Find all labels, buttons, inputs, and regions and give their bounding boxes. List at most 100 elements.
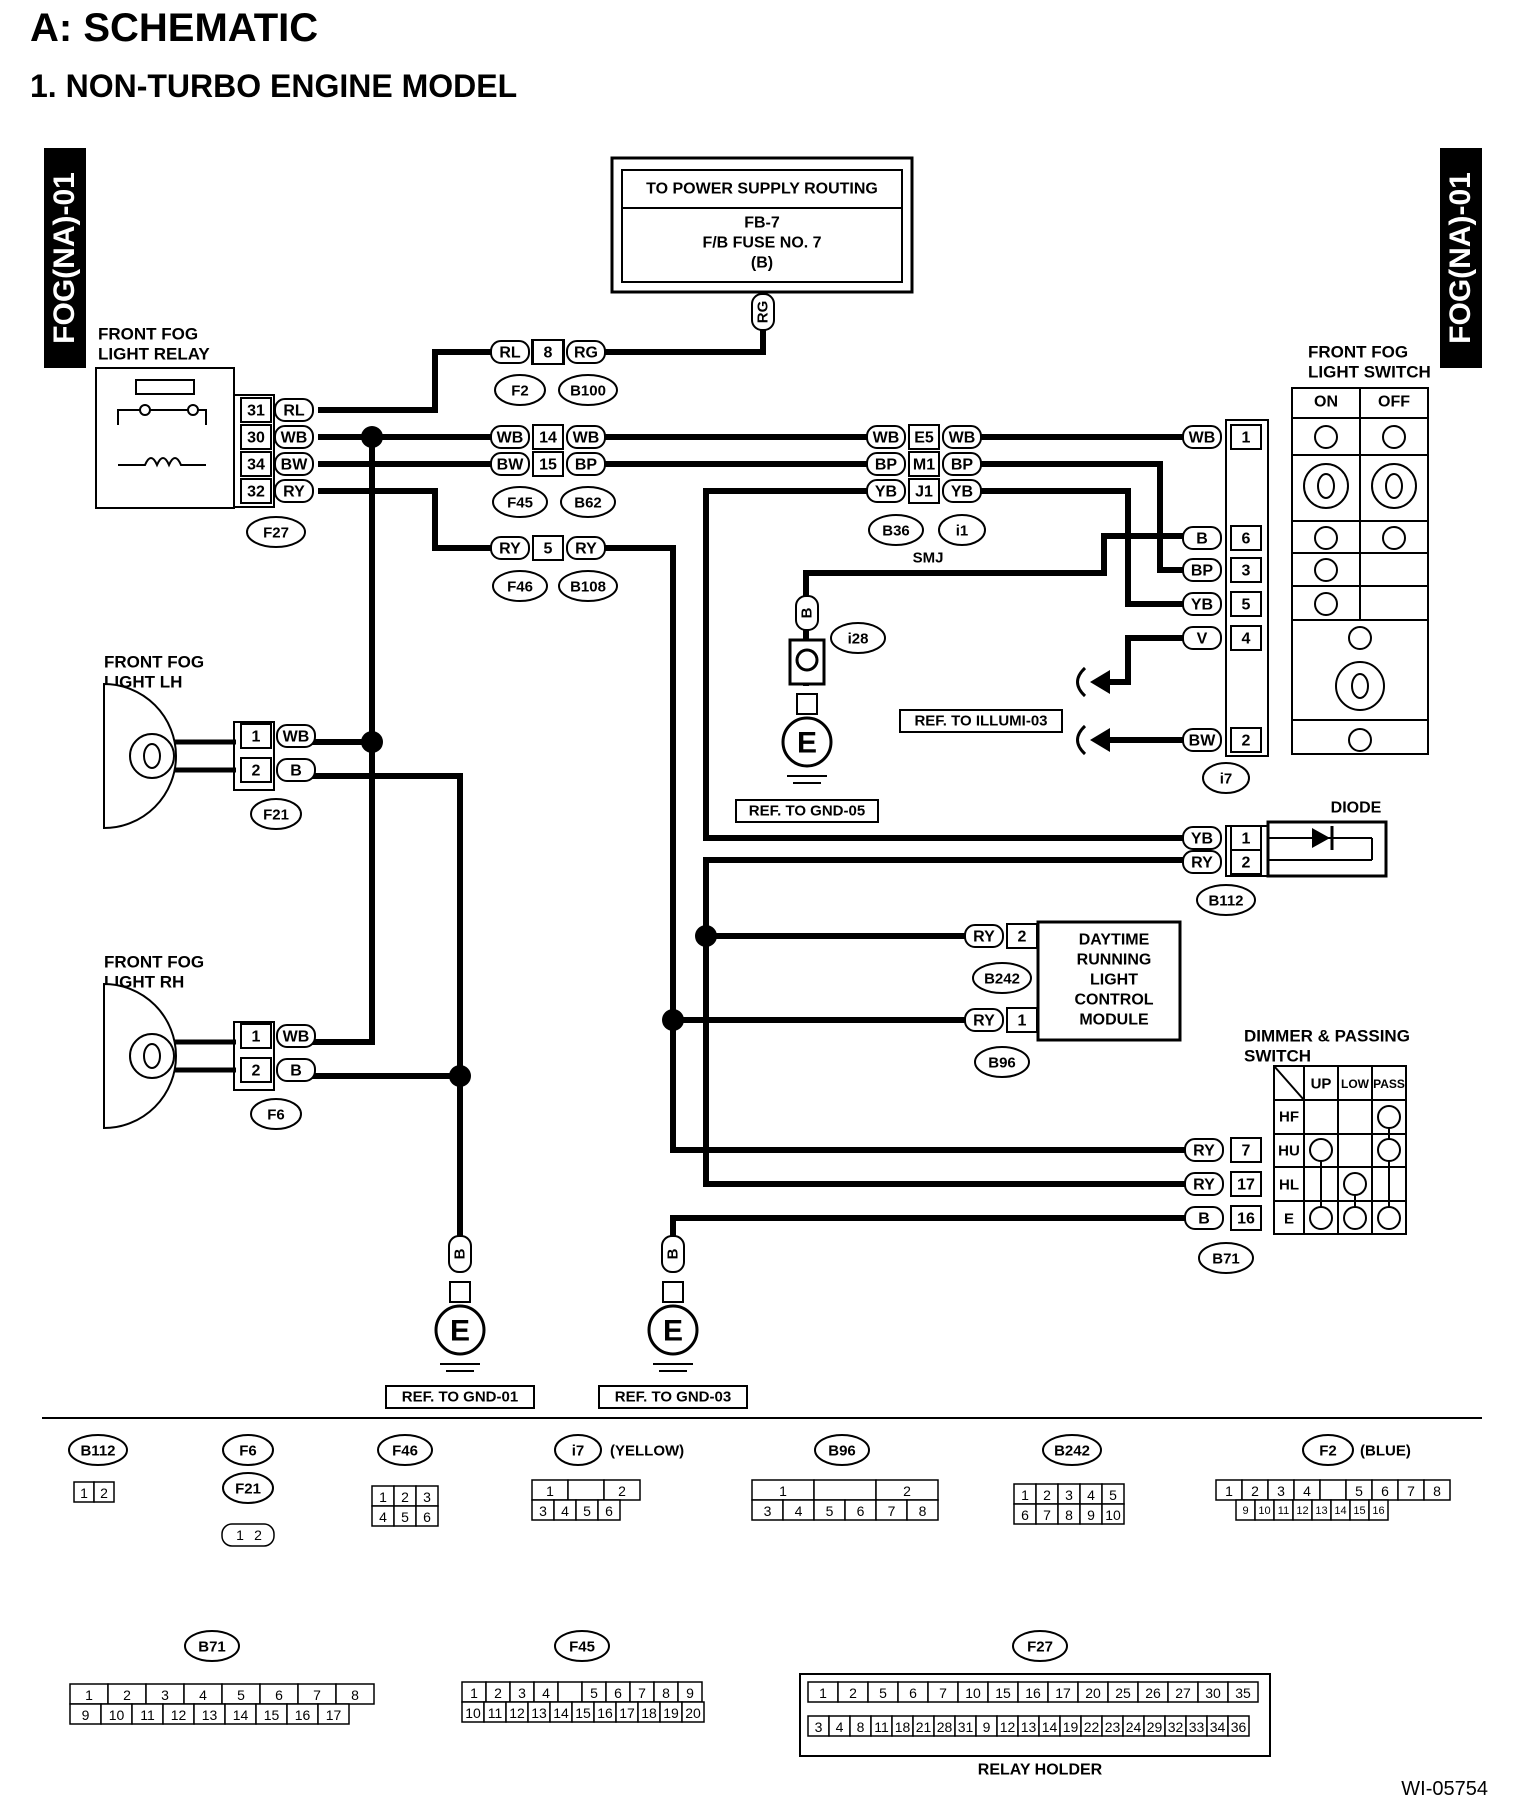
splice-dot-wb-top <box>361 426 383 448</box>
switch-contact-3 <box>1382 526 1406 550</box>
diode-box <box>1266 820 1388 878</box>
legend-f45-row2-pin-0-9: 19 <box>663 1705 679 1721</box>
switch-lamp-1 <box>1371 463 1417 509</box>
legend-b71-row2-pin-0-0: 9 <box>82 1707 90 1723</box>
wire-rg-from-fuse <box>590 320 766 355</box>
wire-bp-to-switch <box>980 461 1198 573</box>
legend-f27-row2-pin-0-15: 24 <box>1126 1719 1142 1735</box>
legend-id-f21-oval <box>222 1472 274 1504</box>
splice-0-left-box <box>490 340 530 364</box>
lamp-rh-pin-2-box <box>240 1057 272 1083</box>
legend-f2-row1-pin-0-5: 5 <box>1355 1483 1363 1499</box>
lamp-lh-label-1: FRONT FOG <box>104 653 204 672</box>
power-box-line2: F/B FUSE NO. 7 <box>702 235 821 252</box>
dimmer-corner-diag <box>1273 1065 1305 1101</box>
connector-id-b108-oval <box>558 570 618 602</box>
drl-wire-2: RY <box>973 929 995 946</box>
dimmer-wire-16-box <box>1184 1206 1224 1230</box>
legend-f45-row1-pin-0-0: 1 <box>470 1685 478 1701</box>
legend-f2-row2-pin-0-7: 16 <box>1372 1505 1384 1517</box>
splice-0-pin: 8 <box>544 345 553 362</box>
legend-f2-row1-cell-0-8 <box>1423 1479 1451 1501</box>
legend-f2-row1-pin-0-3: 4 <box>1303 1483 1311 1499</box>
legend-id-f6-oval <box>222 1434 274 1466</box>
splice-2-right: BP <box>575 457 598 474</box>
power-box-line1: FB-7 <box>744 215 780 232</box>
legend-id-f6: F6 <box>239 1443 257 1460</box>
legend-f46-pin-1-0: 4 <box>379 1509 387 1525</box>
legend-f27-row2-pin-0-16: 29 <box>1147 1719 1163 1735</box>
legend-id-f27: F27 <box>1027 1639 1053 1656</box>
legend-f27-row1-pin-0-14: 35 <box>1235 1685 1251 1701</box>
relay-coil-symbol <box>118 457 206 468</box>
dimmer-pin-17-box <box>1230 1171 1262 1197</box>
legend-f2-row2-pin-0-2: 11 <box>1278 1505 1289 1517</box>
splice-5-left: BP <box>875 457 898 474</box>
connector-id-f27-oval <box>246 516 306 548</box>
switch-contact-5 <box>1314 592 1338 616</box>
legend-f2-row2-pin-0-0: 9 <box>1242 1505 1248 1517</box>
splice-4-right: WB <box>949 430 976 447</box>
splice-4-pin: E5 <box>914 430 934 447</box>
gnd01-stub <box>449 1281 471 1303</box>
legend-f45-row1-pin-0-5: 5 <box>590 1685 598 1701</box>
switch-pin-5-box <box>1230 591 1262 617</box>
lamp-lh-wire-2: B <box>290 763 302 780</box>
splice-3-left: RY <box>499 541 521 558</box>
switch-contact-7 <box>1348 728 1372 752</box>
legend-f45-row1-pin-0-6: 6 <box>614 1685 622 1701</box>
legend-i7-row2-pin-0-3: 6 <box>605 1503 613 1519</box>
lamp-lh-pin-2: 2 <box>252 763 261 780</box>
splice-1-pin: 14 <box>539 430 557 447</box>
switch-pin-6-box <box>1230 525 1262 551</box>
switch-wire-5-box <box>1182 592 1222 616</box>
relay-pin-32-box <box>240 478 272 504</box>
legend-f27-row2-pin-0-5: 21 <box>916 1719 932 1735</box>
lamp-rh-bulb <box>129 1033 175 1079</box>
splice-1-left-box <box>490 425 530 449</box>
legend-b96-row2-pin-0-5: 8 <box>919 1503 927 1519</box>
legend-id-b112: B112 <box>80 1443 115 1460</box>
splice-5-pin: M1 <box>913 457 935 474</box>
gnd05-symbol-circle <box>781 716 833 768</box>
switch-pin-1-box <box>1230 424 1262 450</box>
switch-wire-2-box <box>1182 728 1222 752</box>
relay-pin-30-box <box>240 424 272 450</box>
page-subtitle: 1. NON-TURBO ENGINE MODEL <box>30 68 518 104</box>
diode-symbol-triangle <box>1312 828 1330 848</box>
legend-f27-row1-pin-0-5: 10 <box>965 1685 981 1701</box>
splice-3-right: RY <box>575 541 597 558</box>
switch-col-on: ON <box>1314 394 1338 411</box>
dimmer-wire-7: RY <box>1193 1143 1215 1160</box>
gnd05-symbol: E <box>797 727 817 760</box>
switch-pin-1: 1 <box>1242 430 1251 447</box>
legend-f27-row1-pin-0-3: 6 <box>909 1685 917 1701</box>
gnd05-stub <box>796 693 818 715</box>
legend-id-b96-oval <box>814 1434 870 1466</box>
legend-i7-row2-pin-0-2: 5 <box>583 1503 591 1519</box>
legend-id-b71: B71 <box>198 1639 226 1656</box>
switch-wire-1-box <box>1182 425 1222 449</box>
legend-f27-row1-pin-0-12: 27 <box>1175 1685 1191 1701</box>
dimmer-contact-6 <box>1377 1206 1401 1230</box>
splice-4-left: WB <box>873 430 900 447</box>
legend-f27-row1-pin-0-6: 15 <box>995 1685 1011 1701</box>
splice-6-pin: J1 <box>915 484 933 501</box>
power-box-inner <box>621 169 903 283</box>
dimmer-row-e: E <box>1284 1211 1294 1228</box>
diode-pin-2: 2 <box>1242 855 1251 872</box>
legend-i7-row1-pin-0-0: 1 <box>546 1483 554 1499</box>
lamp-lh-wire-1-box <box>276 724 316 748</box>
gnd01-wire-tag: B <box>452 1248 469 1259</box>
switch-contact-1 <box>1382 425 1406 449</box>
switch-pin-3-box <box>1230 557 1262 583</box>
splice-1-right-box <box>566 425 606 449</box>
legend-b71-row1-pin-0-7: 8 <box>351 1687 359 1703</box>
relay-label-1: FRONT FOG <box>98 325 198 344</box>
relay-pin-34: 34 <box>247 457 265 474</box>
lamp-lh-bulb <box>129 733 175 779</box>
legend-f27-row1-pin-0-11: 26 <box>1145 1685 1161 1701</box>
lamp-rh-wire-2: B <box>290 1063 302 1080</box>
relay-connector-frame <box>233 394 275 508</box>
legend-id-f2-oval <box>1302 1434 1354 1466</box>
